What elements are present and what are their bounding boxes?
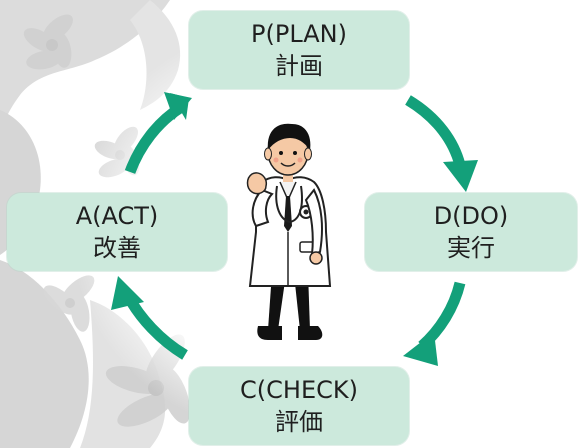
- stage-subtitle-plan: 計画: [275, 52, 323, 80]
- stage-subtitle-check: 評価: [275, 408, 323, 436]
- arrow-plan-to-do: [405, 95, 466, 167]
- stage-subtitle-do: 実行: [447, 234, 495, 262]
- arrow-heads: [111, 92, 478, 366]
- arrowhead-do: [443, 160, 478, 192]
- stage-box-act: A(ACT) 改善: [7, 193, 227, 271]
- stage-box-do: D(DO) 実行: [365, 193, 577, 271]
- stage-box-check: C(CHECK) 評価: [189, 367, 409, 445]
- stage-title-plan: P(PLAN): [251, 20, 347, 48]
- stage-title-act: A(ACT): [75, 202, 159, 230]
- arrowhead-act: [111, 276, 144, 310]
- arrowhead-check: [403, 332, 438, 366]
- doctor-icon: [246, 123, 332, 340]
- stage-subtitle-act: 改善: [93, 234, 141, 262]
- stage-box-plan: P(PLAN) 計画: [189, 11, 409, 89]
- stage-title-check: C(CHECK): [240, 376, 358, 404]
- stage-title-do: D(DO): [433, 202, 509, 230]
